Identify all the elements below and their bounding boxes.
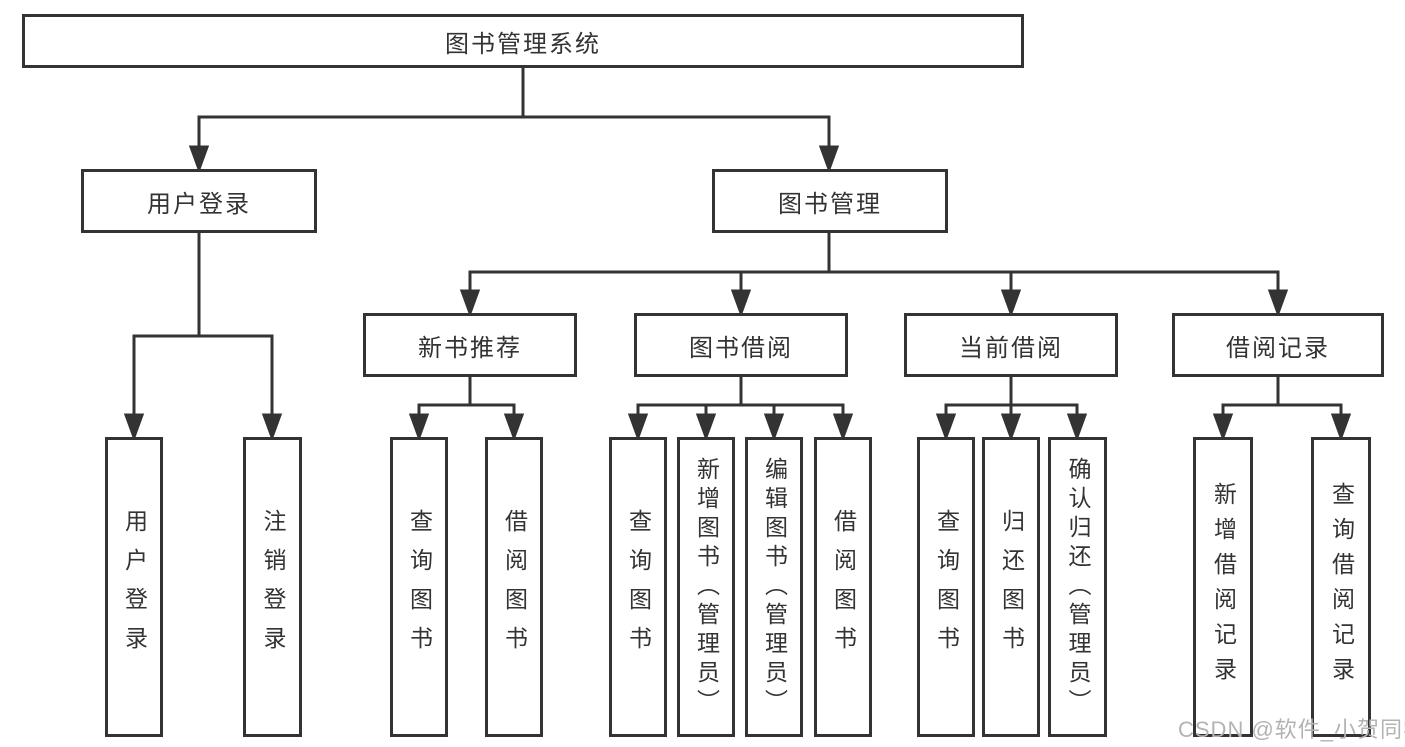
- leaf-query-borrow-record-label: 查询借阅记录: [1328, 482, 1355, 692]
- leaf-query-books-borrow-label: 查询图书: [625, 509, 652, 665]
- node-book-borrowing-label: 图书借阅: [689, 334, 793, 362]
- leaf-edit-book-admin-label: 编辑图书（管理员）: [761, 456, 788, 718]
- leaf-logout-label: 注销登录: [260, 509, 286, 665]
- leaf-borrow-books-label: 借阅图书: [830, 509, 857, 665]
- leaf-query-books-current: 查询图书: [917, 437, 975, 737]
- node-current-borrowing-label: 当前借阅: [959, 334, 1063, 362]
- node-new-book-recommend-label: 新书推荐: [418, 334, 522, 362]
- node-book-management-label: 图书管理: [778, 190, 882, 218]
- leaf-query-books-recommend-label: 查询图书: [406, 509, 433, 665]
- watermark: CSDN @软件_小贺同学: [1178, 717, 1405, 742]
- leaf-borrow-books-recommend: 借阅图书: [485, 437, 543, 737]
- node-book-management-module: 图书管理: [712, 169, 948, 233]
- node-user-login-label: 用户登录: [147, 190, 251, 218]
- node-borrowing-records: 借阅记录: [1172, 313, 1384, 377]
- node-root-label: 图书管理系统: [445, 30, 601, 58]
- leaf-add-book-admin-label: 新增图书（管理员）: [693, 456, 720, 718]
- node-root-system: 图书管理系统: [22, 14, 1024, 68]
- leaf-borrow-books: 借阅图书: [814, 437, 872, 737]
- leaf-query-books-recommend: 查询图书: [390, 437, 448, 737]
- leaf-add-borrow-record-label: 新增借阅记录: [1210, 482, 1237, 692]
- node-user-login-module: 用户登录: [81, 169, 317, 233]
- leaf-query-books-borrow: 查询图书: [609, 437, 667, 737]
- leaf-return-books: 归还图书: [982, 437, 1040, 737]
- leaf-user-login: 用户登录: [105, 437, 163, 737]
- leaf-edit-book-admin: 编辑图书（管理员）: [745, 437, 803, 737]
- leaf-borrow-books-recommend-label: 借阅图书: [501, 509, 528, 665]
- leaf-confirm-return-admin-label: 确认归还（管理员）: [1065, 456, 1091, 718]
- node-current-borrowing: 当前借阅: [904, 313, 1118, 377]
- leaf-add-book-admin: 新增图书（管理员）: [677, 437, 735, 737]
- leaf-query-borrow-record: 查询借阅记录: [1311, 437, 1371, 737]
- node-borrowing-records-label: 借阅记录: [1226, 334, 1330, 362]
- node-new-book-recommend: 新书推荐: [363, 313, 577, 377]
- leaf-confirm-return-admin: 确认归还（管理员）: [1048, 437, 1107, 737]
- leaf-query-books-current-label: 查询图书: [933, 509, 960, 665]
- node-book-borrowing: 图书借阅: [634, 313, 848, 377]
- leaf-return-books-label: 归还图书: [998, 509, 1025, 665]
- leaf-add-borrow-record: 新增借阅记录: [1193, 437, 1253, 737]
- leaf-logout: 注销登录: [243, 437, 302, 737]
- leaf-user-login-label: 用户登录: [121, 509, 148, 665]
